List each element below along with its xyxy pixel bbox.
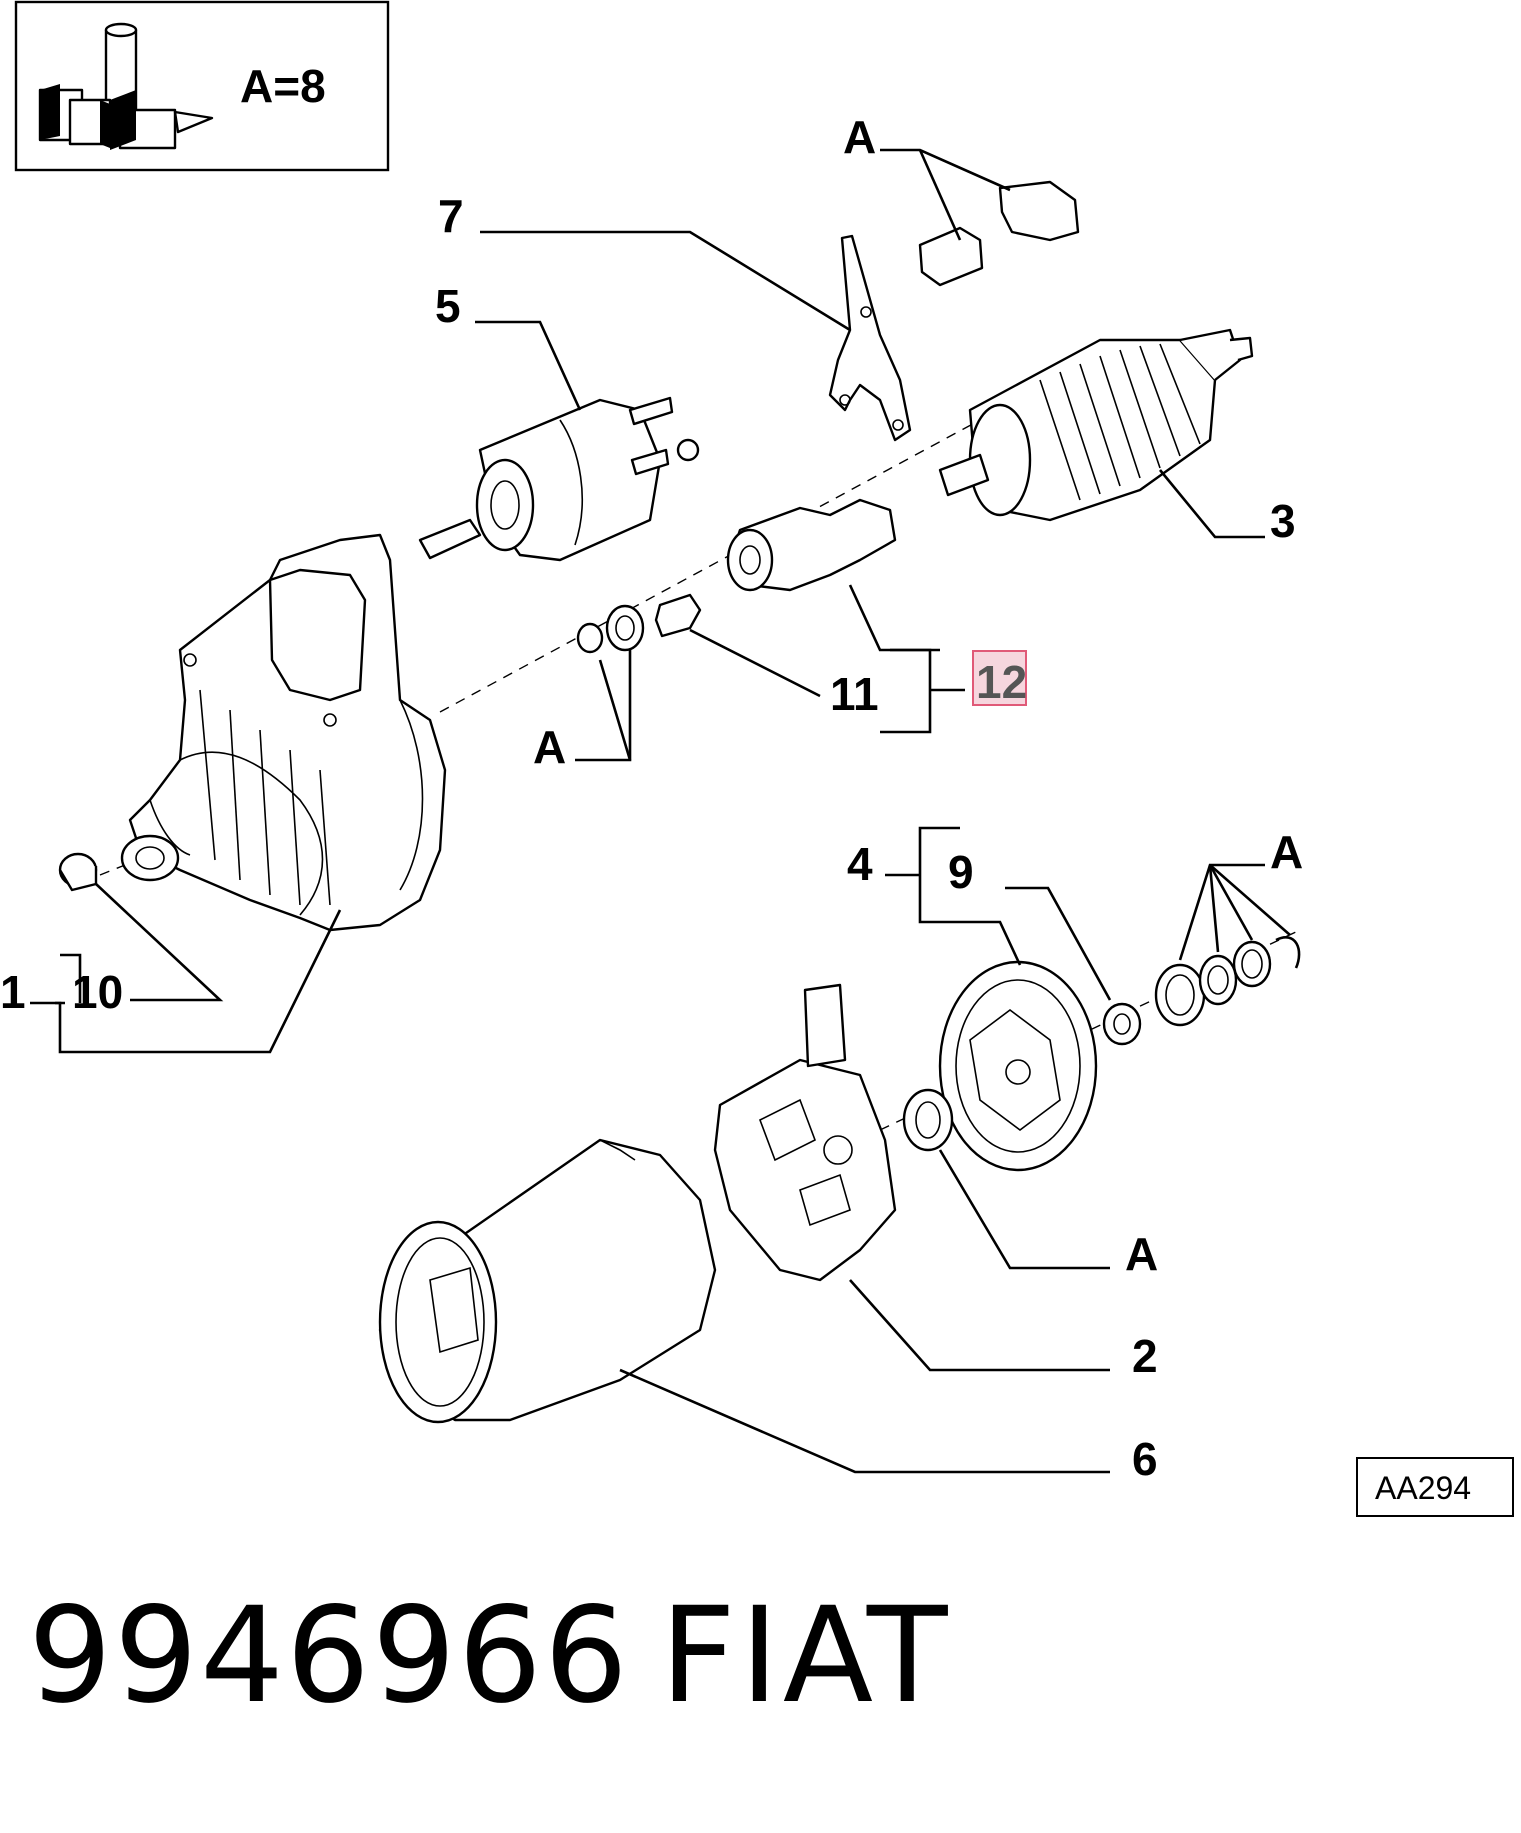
callout-12: 12 [976,656,1027,708]
brand-name: FIAT [660,1579,952,1733]
bush-part-10 [58,852,98,892]
leader-lines [30,148,1291,1474]
washer-a-bottom [902,1088,954,1152]
callout-5: 5 [435,280,461,332]
bush-part-9 [1102,1002,1142,1046]
callout-2: 2 [1132,1330,1158,1382]
callout-9: 9 [948,846,974,898]
highlight-box-12 [972,650,1027,706]
armature [938,328,1254,522]
callout-6: 6 [1132,1433,1158,1485]
drive-end-housing [120,533,447,932]
lubricant-tube-icon [38,22,214,150]
drive-pinion [726,498,897,592]
callout-10: 10 [72,966,123,1018]
pivot-pin-parts [918,180,1080,287]
yoke-frame [378,1138,717,1424]
solenoid-switch [418,396,700,562]
rings-group-a-mid [576,593,702,654]
callout-a-mid: A [533,721,566,773]
brush-holder [713,983,897,1282]
callout-a-bottom: A [1125,1228,1158,1280]
callout-a-top: A [843,111,876,163]
callout-7: 7 [438,190,464,242]
commutator-end-plate [938,960,1098,1172]
engagement-lever [828,234,912,442]
washer-set-right [1154,936,1301,1027]
callout-4: 4 [847,838,873,890]
reference-code: AA294 [1375,1470,1471,1506]
callout-a-right: A [1270,826,1303,878]
legend-box: A=8 [14,0,390,172]
callout-11: 11 [830,668,879,720]
callout-1: 1 [0,966,26,1018]
callout-3: 3 [1270,495,1296,547]
legend-text: A=8 [240,60,326,112]
part-number: 9946966 [28,1579,630,1733]
reference-code-box: AA294 [1356,1457,1514,1517]
